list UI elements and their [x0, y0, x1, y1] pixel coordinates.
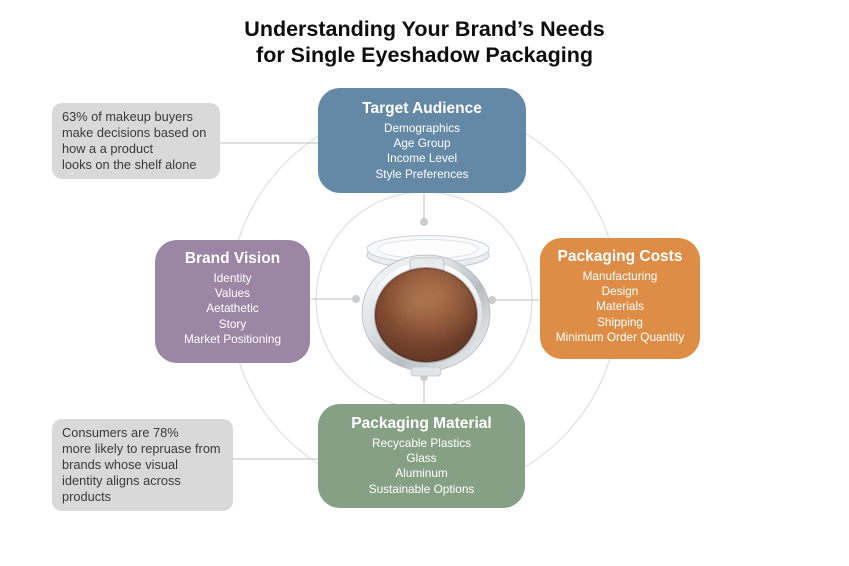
node-title: Brand Vision: [184, 250, 281, 267]
node-item: Aetathetic: [206, 301, 259, 316]
node-target-audience: Target Audience Demographics Age Group I…: [318, 88, 526, 193]
node-item: Materials: [596, 299, 644, 314]
dot-right: [488, 296, 496, 304]
dot-top: [420, 218, 428, 226]
eyeshadow-compact-image: [352, 224, 500, 387]
node-item: Design: [601, 284, 639, 299]
node-item: Shipping: [597, 314, 643, 329]
callout-line: make decisions based on: [62, 125, 207, 140]
callout-line: looks on the shelf alone: [62, 157, 197, 172]
node-item: Aluminum: [395, 466, 448, 481]
node-packaging-material: Packaging Material Recycable Plastics Gl…: [318, 404, 525, 508]
node-title: Target Audience: [362, 100, 482, 117]
node-item: Minimum Order Quantity: [555, 329, 685, 344]
callout-line: how a a product: [62, 141, 154, 156]
callout-line: brands whose visual: [62, 457, 178, 472]
callout-line: Consumers are 78%: [62, 425, 179, 440]
eyeshadow-compact-photo: [361, 235, 491, 377]
node-brand-vision: Brand Vision Identity Values Aetathetic …: [155, 240, 310, 363]
node-title: Packaging Material: [351, 415, 492, 432]
node-item: Age Group: [393, 136, 451, 151]
callout-line: identity aligns across: [62, 473, 181, 488]
compact-clasp: [410, 366, 442, 377]
node-item: Manufacturing: [582, 269, 658, 283]
node-item: Sustainable Options: [368, 481, 475, 496]
node-item: Style Preferences: [375, 166, 469, 181]
node-item: Income Level: [386, 151, 458, 166]
node-item: Story: [218, 316, 247, 331]
node-item: Identity: [213, 271, 252, 285]
stat-callout-brand-consistency: Consumers are 78% more likely to repruas…: [52, 419, 233, 511]
node-title: Packaging Costs: [557, 248, 683, 265]
node-item: Values: [214, 286, 251, 301]
callout-line: products: [62, 489, 112, 504]
stat-callout-shelf-appeal: 63% of makeup buyers make decisions base…: [52, 103, 220, 179]
dot-left: [352, 295, 360, 303]
node-item: Market Positioning: [183, 331, 282, 346]
compact-base: [361, 254, 491, 377]
node-item: Glass: [406, 451, 437, 466]
callout-line: more likely to repruase from: [62, 441, 221, 456]
callout-line: 63% of makeup buyers: [62, 109, 193, 124]
node-item: Recycable Plastics: [371, 436, 471, 450]
page-title: Understanding Your Brand’s Needs for Sin…: [244, 17, 605, 67]
node-packaging-costs: Packaging Costs Manufacturing Design Mat…: [540, 238, 700, 359]
node-item: Demographics: [383, 121, 461, 135]
